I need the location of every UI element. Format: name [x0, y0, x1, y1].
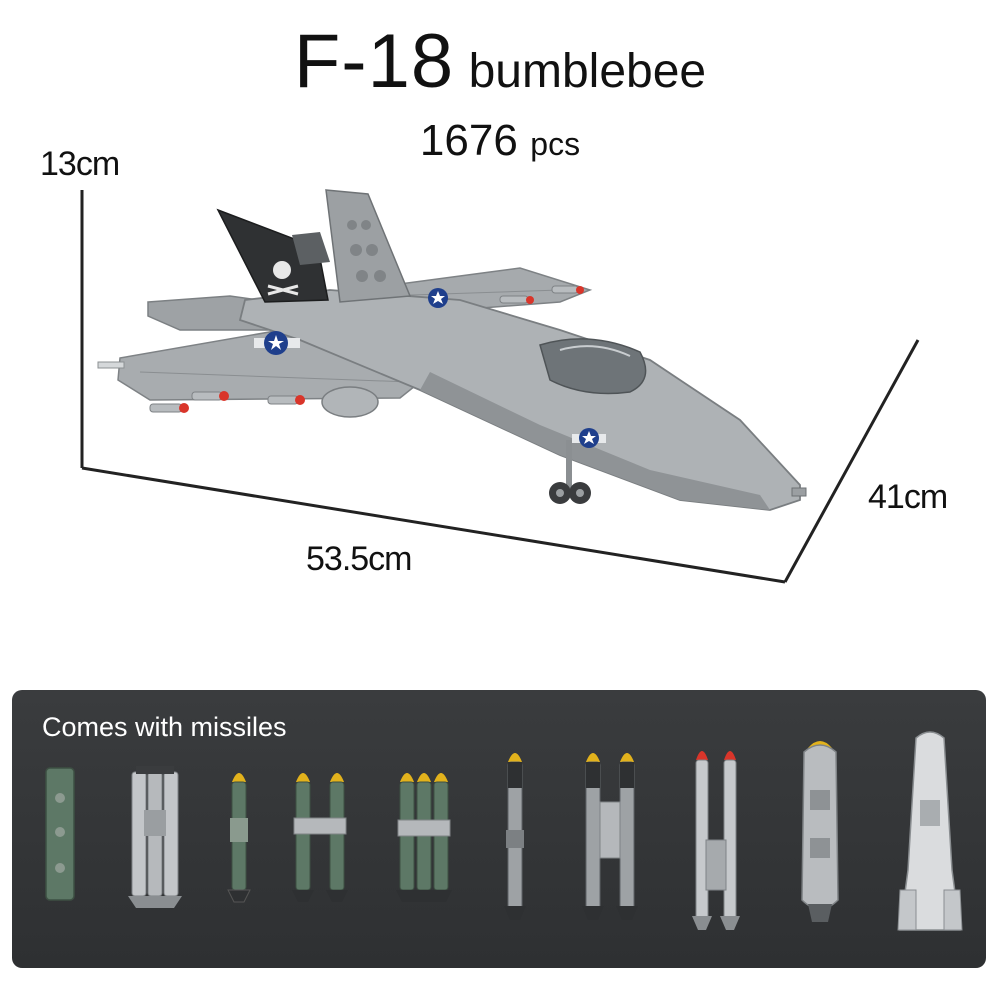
missile-large-bomb — [801, 741, 839, 922]
missile-green-canister — [45, 767, 75, 901]
insignia-fuselage — [572, 428, 606, 448]
missile-green-twin — [292, 773, 348, 902]
aircraft-illustration — [80, 189, 920, 584]
drop-tank — [321, 386, 379, 418]
missile-gray-single — [504, 753, 526, 920]
width-line — [783, 339, 920, 583]
insignia-far-wing — [428, 288, 448, 308]
missile-large-rocket — [897, 731, 963, 931]
insignia-near-wing — [254, 331, 300, 355]
length-line — [81, 466, 786, 584]
missile-green-single — [227, 773, 251, 903]
piece-count: 1676 pcs — [0, 116, 1000, 166]
product-title: F-18 bumblebee — [0, 18, 1000, 105]
missile-set — [45, 731, 963, 931]
dimension-lines — [80, 190, 920, 584]
landing-gear — [549, 440, 591, 504]
model-name: F-18 — [293, 19, 455, 104]
missile-gray-triple — [128, 766, 182, 908]
missile-green-triple — [396, 773, 452, 902]
wing-missiles — [97, 285, 584, 413]
width-label: 41cm — [868, 478, 948, 516]
missiles-panel-title: Comes with missiles — [42, 712, 287, 742]
piece-count-unit: pcs — [530, 126, 581, 162]
model-nickname: bumblebee — [468, 45, 707, 98]
missile-red-tip-twin — [692, 751, 740, 930]
length-label: 53.5cm — [306, 540, 412, 578]
piece-count-number: 1676 — [419, 116, 518, 165]
height-label: 13cm — [40, 145, 120, 183]
missiles-panel: Comes with missiles — [12, 690, 986, 968]
missile-gray-twin — [582, 753, 638, 920]
f18-model — [97, 189, 807, 511]
